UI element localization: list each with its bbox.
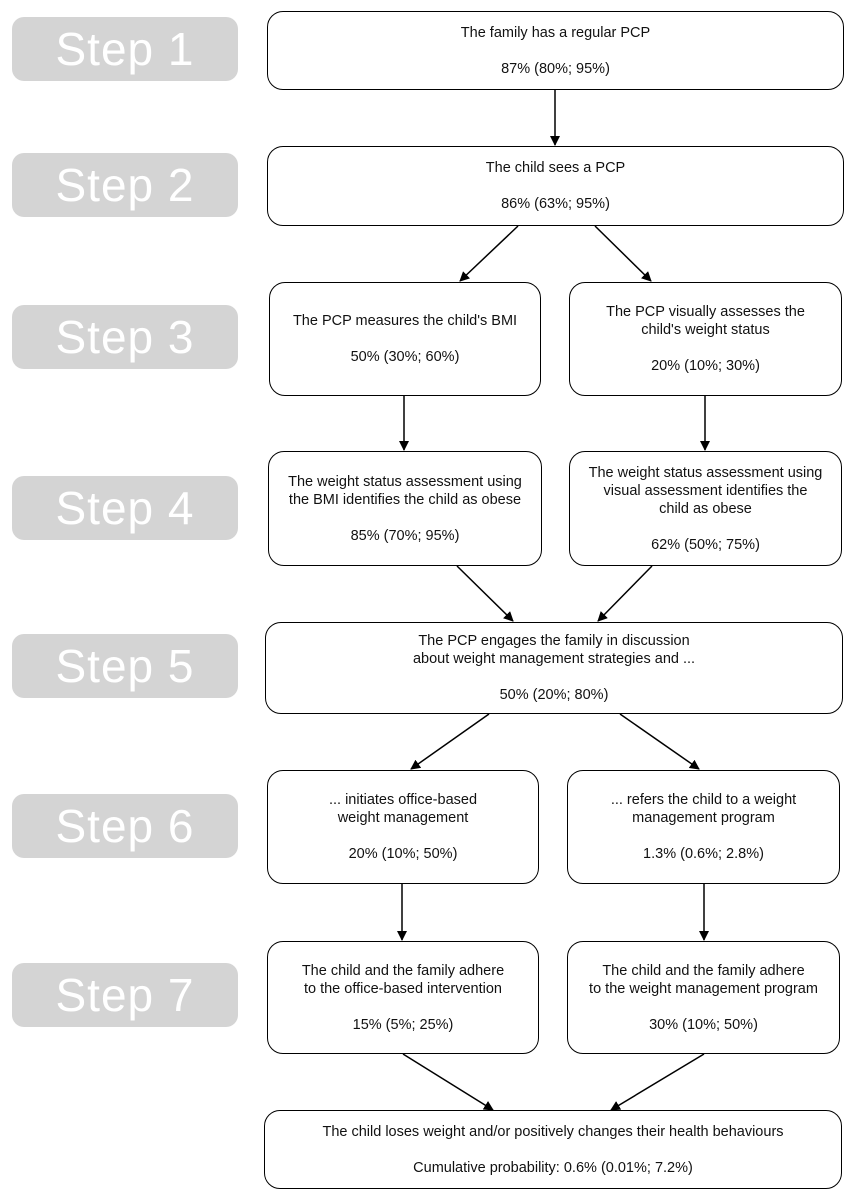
box-text: The PCP measures the child's BMI	[292, 313, 518, 329]
box-probability: 30% (10%; 50%)	[649, 1016, 758, 1033]
box-step-1: The family has a regular PCP 87% (80%; 9…	[267, 11, 844, 90]
step-5-label: Step 5	[12, 634, 238, 698]
box-text: The child loses weight and/or positively…	[322, 1123, 784, 1140]
arrow-7a-final	[402, 1053, 494, 1111]
step-3-label: Step 3	[12, 305, 238, 369]
box-probability: 20% (10%; 50%)	[348, 846, 458, 862]
box-probability: 1.3% (0.6%; 2.8%)	[643, 846, 764, 862]
box-text: The child and the family adhere to the o…	[301, 962, 505, 997]
box-probability: 20% (10%; 30%)	[651, 358, 760, 374]
step-1-label: Step 1	[12, 17, 238, 81]
arrow-2-3a	[459, 225, 519, 282]
step-4-label: Step 4	[12, 476, 238, 540]
box-step-6-referral: ... refers the child to a weight managem…	[567, 770, 840, 884]
step-7-label: Step 7	[12, 963, 238, 1027]
step-6-label: Step 6	[12, 794, 238, 858]
box-outcome: The child loses weight and/or positively…	[264, 1110, 842, 1189]
arrow-5-6b	[619, 713, 700, 770]
arrow-7b-final	[610, 1053, 705, 1111]
box-probability: 62% (50%; 75%)	[651, 536, 760, 553]
box-step-2: The child sees a PCP 86% (63%; 95%)	[267, 146, 844, 226]
box-step-6-office: ... initiates office-based weight manage…	[267, 770, 539, 884]
step-2-label: Step 2	[12, 153, 238, 217]
box-probability: Cumulative probability: 0.6% (0.01%; 7.2…	[413, 1159, 693, 1176]
box-step-3-bmi: The PCP measures the child's BMI 50% (30…	[269, 282, 541, 396]
box-probability: 15% (5%; 25%)	[352, 1016, 454, 1033]
box-step-3-visual: The PCP visually assesses the child's we…	[569, 282, 842, 396]
box-text: The PCP engages the family in discussion…	[412, 633, 696, 667]
box-text: The family has a regular PCP	[460, 24, 651, 41]
box-text: ... initiates office-based weight manage…	[328, 792, 478, 826]
box-text: ... refers the child to a weight managem…	[610, 792, 797, 826]
box-text: The weight status assessment using the B…	[288, 473, 522, 508]
box-step-7-office: The child and the family adhere to the o…	[267, 941, 539, 1054]
arrow-4b-5	[597, 565, 653, 622]
box-probability: 50% (20%; 80%)	[499, 687, 609, 703]
box-text: The child sees a PCP	[485, 160, 626, 176]
box-text: The weight status assessment using visua…	[588, 464, 823, 517]
box-text: The child and the family adhere to the w…	[589, 962, 818, 997]
box-probability: 50% (30%; 60%)	[350, 349, 460, 365]
arrow-4a-5	[456, 565, 514, 622]
box-step-4-visual: The weight status assessment using visua…	[569, 451, 842, 566]
box-probability: 87% (80%; 95%)	[501, 60, 610, 77]
box-step-5: The PCP engages the family in discussion…	[265, 622, 843, 714]
arrow-2-3b	[594, 225, 652, 282]
box-step-4-bmi: The weight status assessment using the B…	[268, 451, 542, 566]
box-probability: 85% (70%; 95%)	[350, 527, 460, 544]
arrow-5-6a	[410, 713, 490, 770]
box-text: The PCP visually assesses the child's we…	[606, 304, 805, 338]
box-probability: 86% (63%; 95%)	[501, 196, 610, 212]
box-step-7-program: The child and the family adhere to the w…	[567, 941, 840, 1054]
